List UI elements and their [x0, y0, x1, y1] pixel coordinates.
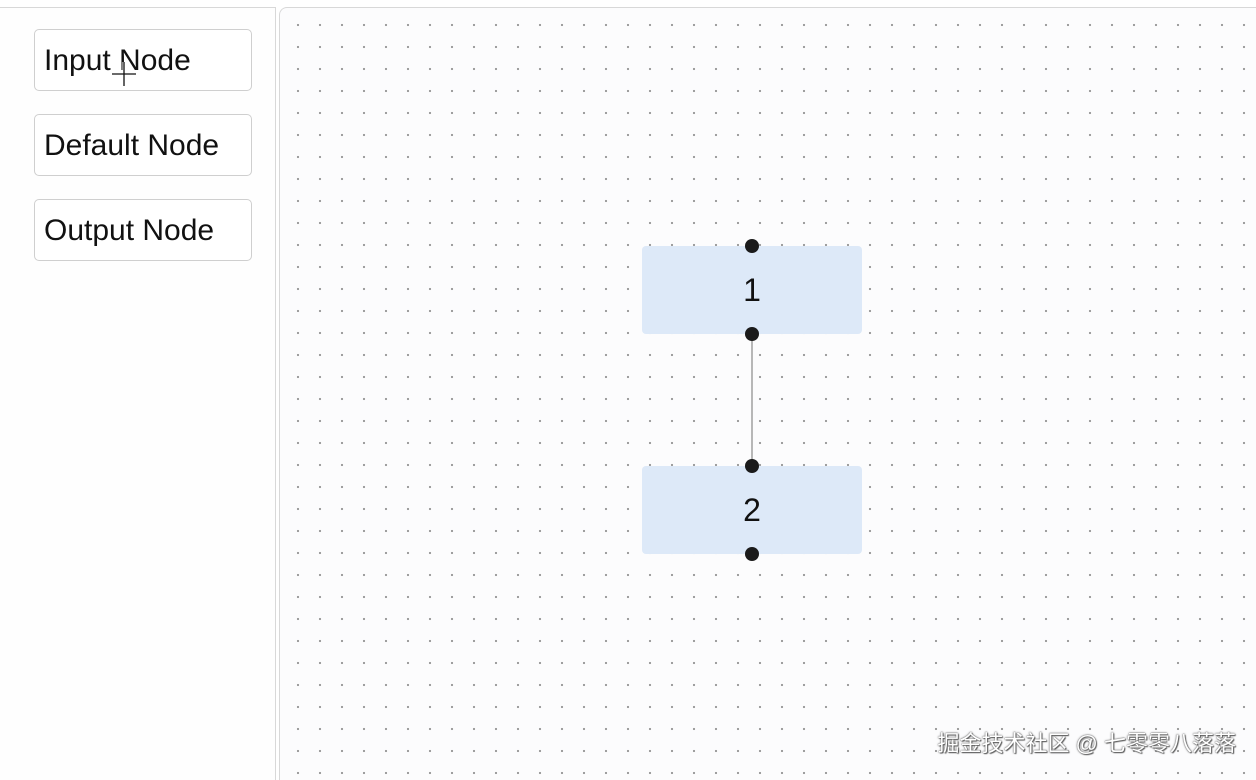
node-label: 2: [743, 492, 761, 528]
node-label: 1: [743, 272, 761, 308]
target-handle[interactable]: [745, 239, 759, 253]
edges-layer: [751, 334, 753, 466]
flow-node-1[interactable]: 1: [642, 239, 862, 341]
target-handle[interactable]: [745, 459, 759, 473]
source-handle[interactable]: [745, 547, 759, 561]
watermark-text: 掘金技术社区 @ 七零零八落落: [937, 731, 1236, 756]
node-palette-sidebar: Input Node Default Node Output Node: [0, 7, 276, 780]
palette-output-node[interactable]: Output Node: [34, 199, 252, 261]
source-handle[interactable]: [745, 327, 759, 341]
palette-default-node[interactable]: Default Node: [34, 114, 252, 176]
palette-input-node[interactable]: Input Node: [34, 29, 252, 91]
flow-canvas[interactable]: 1 2 掘金技术社区 @ 七零零八落落: [279, 7, 1256, 780]
flow-node-2[interactable]: 2: [642, 459, 862, 561]
